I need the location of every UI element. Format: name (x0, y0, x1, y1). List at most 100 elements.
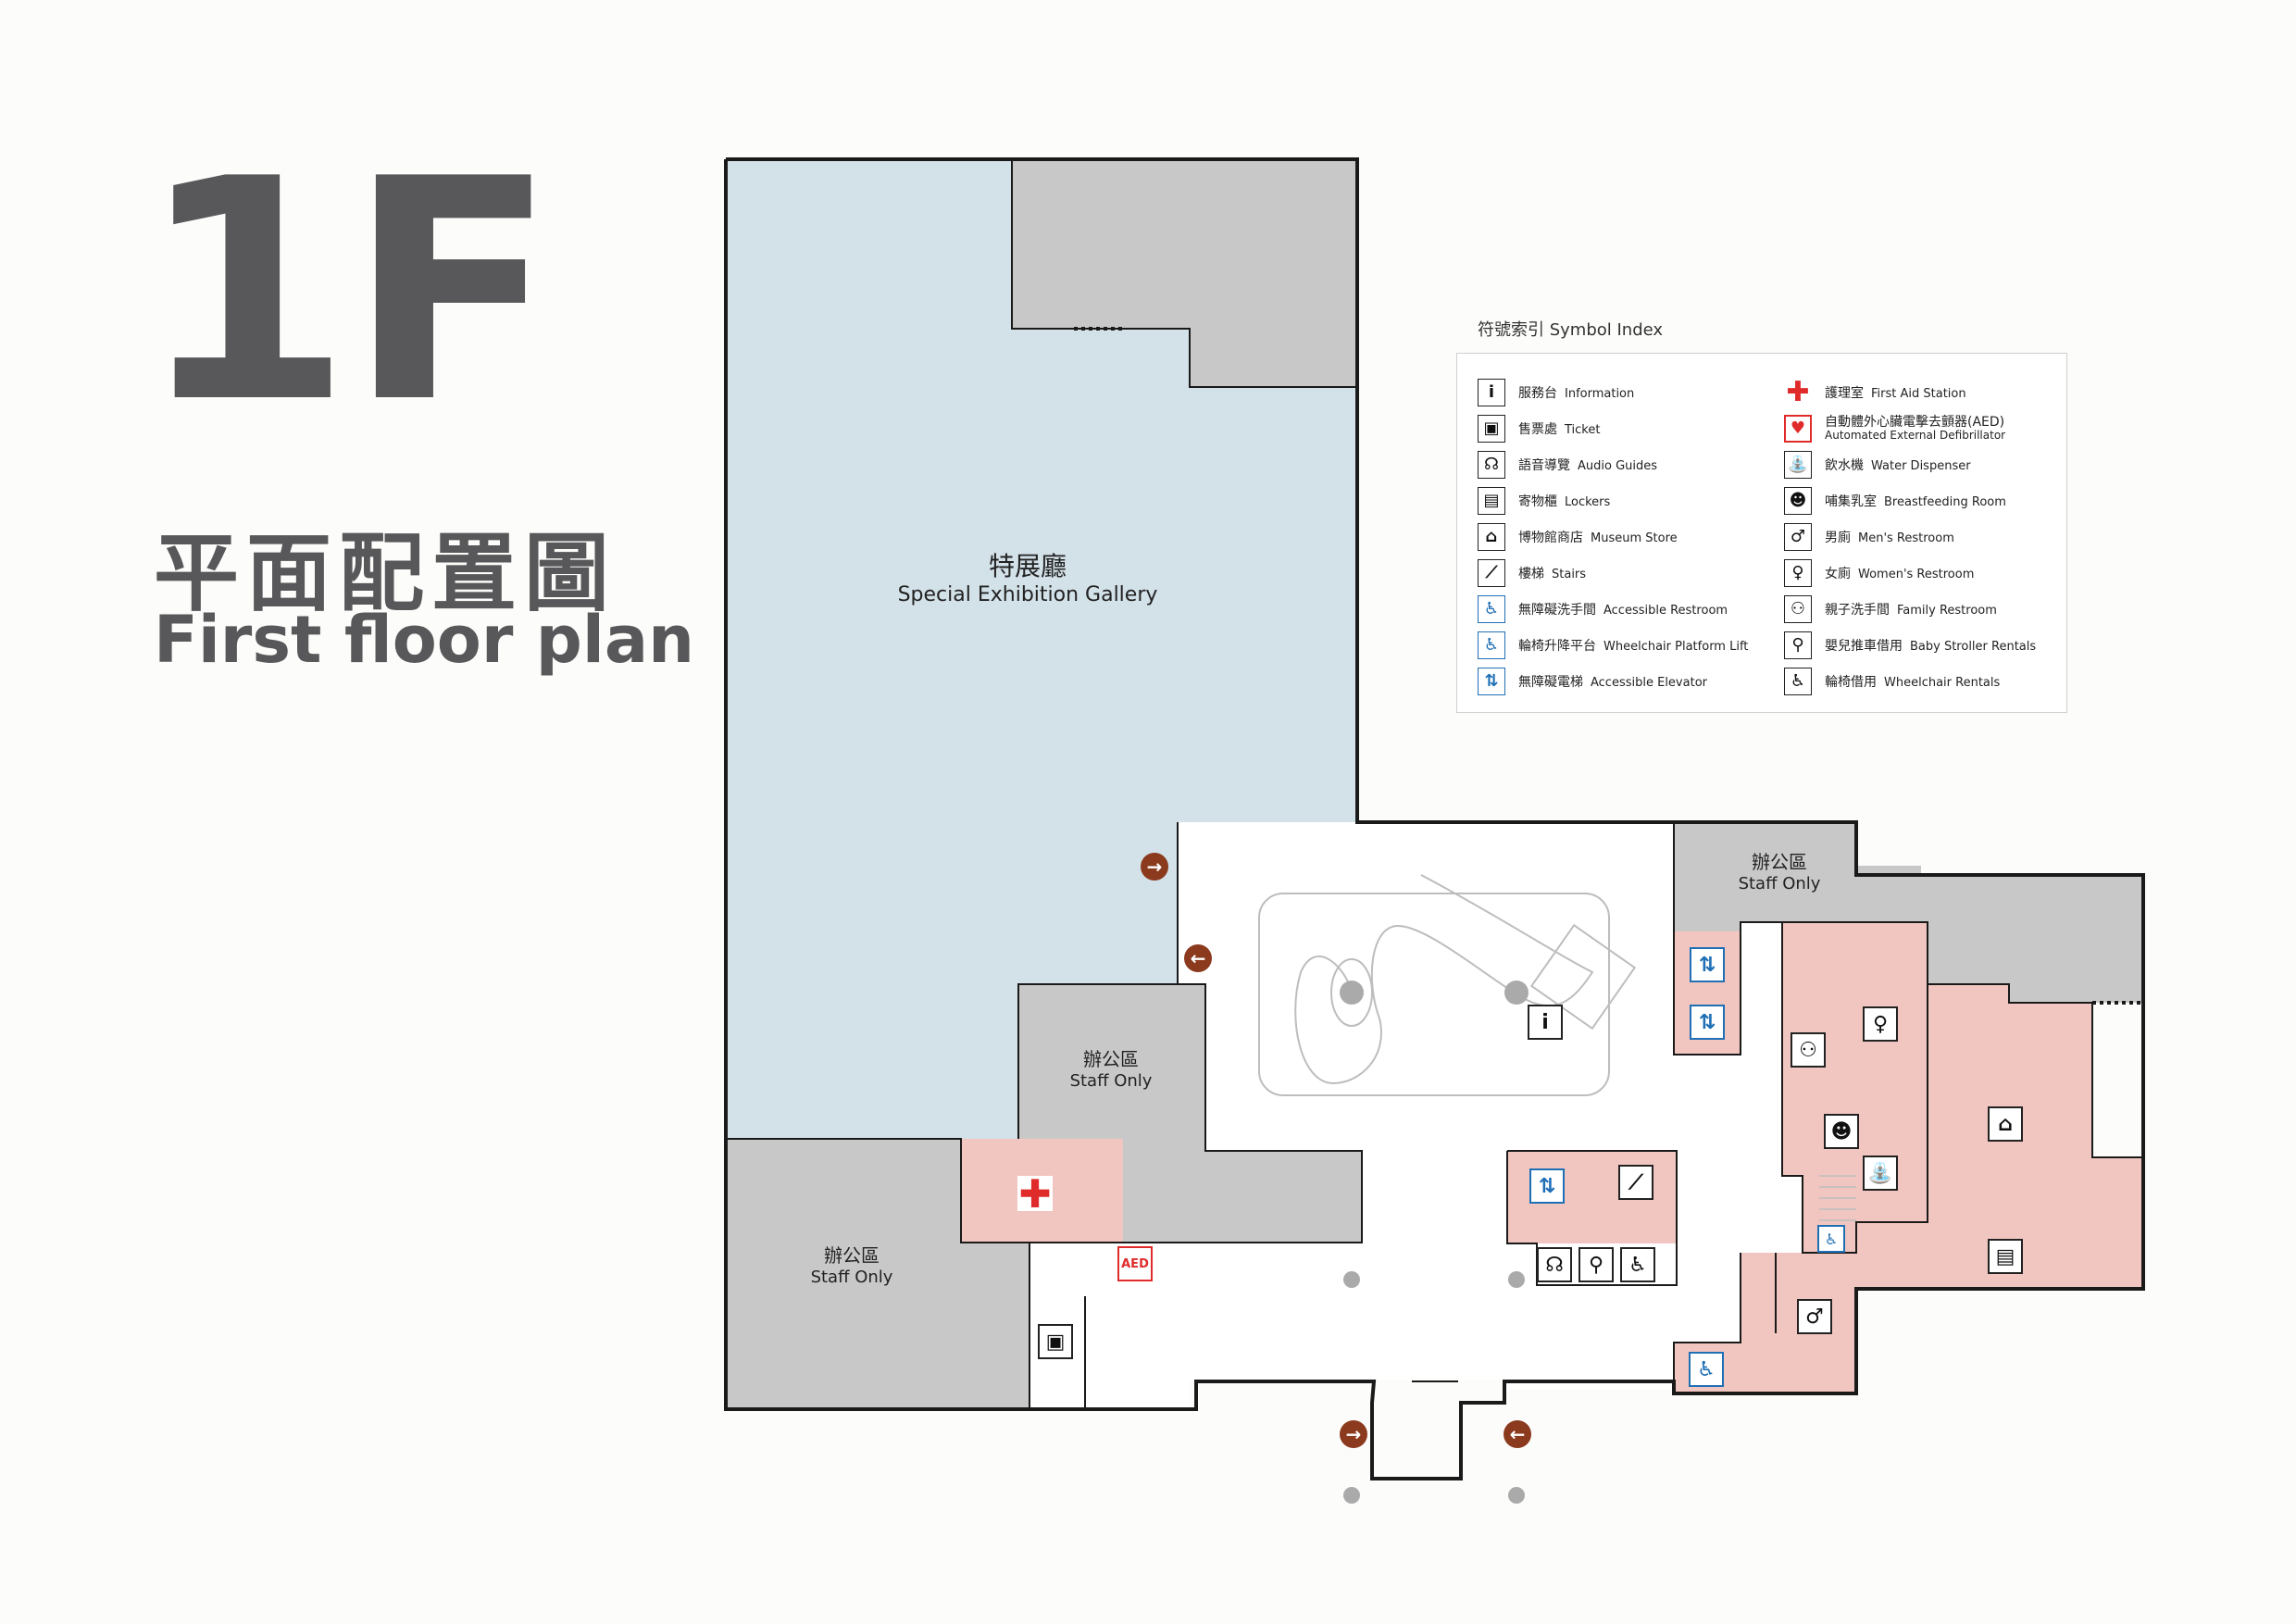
family-restroom-icon[interactable]: ⚇ (1791, 1032, 1826, 1068)
locker-icon: ▤ (1478, 486, 1505, 515)
legend-label-en: Audio Guides (1578, 458, 1658, 473)
pillar (1340, 981, 1364, 1005)
locker-icon[interactable]: ▤ (1988, 1239, 2023, 1274)
elevator-icon[interactable]: ⇅ (1690, 947, 1725, 982)
stroller-icon: ⚲ (1784, 631, 1812, 659)
staff-area-center (1018, 984, 1362, 1243)
legend-label-en: Accessible Elevator (1591, 675, 1707, 690)
legend-label-en: Museum Store (1591, 531, 1678, 545)
staff-area-left (726, 1139, 1029, 1409)
legend-item: ⚇ 親子洗手間 Family Restroom (1784, 591, 2036, 627)
breastfeeding-icon[interactable]: ☻ (1824, 1114, 1859, 1149)
accessible-elevator-icon: ⇅ (1478, 667, 1505, 695)
floor-number: 1F (139, 114, 556, 469)
staff-area-right-label: 辦公區 Staff Only (1715, 847, 1844, 893)
exit-arrow-icon: ← (1184, 944, 1212, 972)
staff-area-right (1674, 822, 2143, 1003)
legend-label-zh: 女廁 (1825, 566, 1851, 581)
special-gallery-label-en: Special Exhibition Gallery (897, 583, 1158, 606)
accessible-restroom-icon: ♿ (1478, 594, 1505, 623)
wheelchair-rental-icon[interactable]: ♿ (1620, 1247, 1655, 1282)
staff-area-center-label-zh: 辦公區 (1083, 1048, 1139, 1070)
family-restroom-icon: ⚇ (1784, 594, 1812, 623)
elevator-icon[interactable]: ⇅ (1529, 1168, 1565, 1204)
legend-label-zh: 語音導覽 (1518, 457, 1570, 473)
audio-guide-icon: ☊ (1478, 450, 1505, 479)
spiral-ramp (1294, 874, 1594, 1085)
legend-label-en: Ticket (1565, 422, 1601, 437)
storage-area-top-small (1190, 329, 1357, 387)
aed-icon: ♥ (1784, 414, 1812, 443)
wall-restroom-inner (1781, 922, 1928, 1254)
special-gallery-label: 特展廳 Special Exhibition Gallery (870, 546, 1185, 606)
wall-ticket (1029, 1243, 1086, 1410)
staff-area-left-label-en: Staff Only (810, 1268, 893, 1287)
aed-icon[interactable]: AED (1117, 1246, 1153, 1281)
audio-guide-icon[interactable]: ☊ (1537, 1247, 1572, 1282)
legend-item: ♿ 輪椅升降平台 Wheelchair Platform Lift (1478, 627, 1748, 663)
staff-area-right-label-en: Staff Only (1738, 874, 1821, 893)
staff-area-left-label: 辦公區 Staff Only (787, 1241, 917, 1287)
exit-arrow-icon: ← (1504, 1420, 1531, 1448)
first-aid-icon[interactable]: ✚ (1017, 1170, 1053, 1217)
museum-store-icon[interactable]: ⌂ (1988, 1106, 2023, 1142)
wall-lower-restroom (1673, 1253, 1741, 1393)
legend-label-en: Wheelchair Platform Lift (1603, 639, 1749, 654)
legend-label-en: Information (1565, 386, 1635, 401)
wheelchair-lift-icon: ♿ (1478, 631, 1505, 659)
legend-label-en: Breastfeeding Room (1884, 494, 2006, 509)
stroller-icon[interactable]: ⚲ (1578, 1247, 1614, 1282)
water-dispenser-icon[interactable]: ⛲ (1863, 1156, 1898, 1191)
mens-restroom-icon[interactable]: ♂ (1797, 1299, 1832, 1334)
water-dispenser-icon: ⛲ (1784, 450, 1812, 479)
ticket-icon: ▣ (1478, 414, 1505, 443)
legend-title: 符號索引 Symbol Index (1478, 320, 1664, 340)
accessible-restroom-icon[interactable]: ♿ (1689, 1352, 1724, 1387)
legend-label-zh: 哺集乳室 (1825, 493, 1877, 509)
legend-label-en: Water Dispenser (1871, 458, 1971, 473)
legend-label-en: Stairs (1552, 567, 1587, 581)
information-icon[interactable]: i (1528, 1005, 1563, 1040)
stairs-icon[interactable]: ⟋ (1618, 1165, 1653, 1200)
staff-area-left-label-zh: 辦公區 (824, 1244, 880, 1267)
legend-label-zh: 護理室 (1825, 385, 1864, 401)
womens-restroom-icon: ♀ (1784, 558, 1812, 587)
legend-label-en: Lockers (1565, 494, 1611, 509)
legend-label-zh: 博物館商店 (1518, 530, 1583, 545)
legend-label-zh: 樓梯 (1518, 566, 1544, 581)
legend-label-zh: 飲水機 (1825, 457, 1864, 473)
staff-area-center-label-en: Staff Only (1069, 1071, 1153, 1091)
information-icon: i (1478, 378, 1505, 406)
legend-label-en: Family Restroom (1897, 603, 1997, 618)
pillar (1504, 981, 1529, 1005)
legend-label-zh: 輪椅升降平台 (1518, 638, 1596, 654)
wall-staff-center (726, 983, 1363, 1243)
legend-label-zh: 自動體外心臟電擊去顫器(AED) (1825, 414, 2005, 430)
legend-label-zh: 售票處 (1518, 421, 1557, 437)
special-gallery-area (726, 159, 1357, 1139)
pillar (1343, 1487, 1360, 1504)
museum-store-icon: ⌂ (1478, 522, 1505, 551)
doors (1074, 327, 2143, 1383)
ticket-icon[interactable]: ▣ (1038, 1324, 1073, 1359)
entrance-stairs (1819, 1175, 1856, 1221)
wheelchair-lift-icon[interactable]: ♿ (1817, 1225, 1845, 1253)
legend-label-zh: 嬰兒推車借用 (1825, 638, 1903, 654)
legend-label-zh: 親子洗手間 (1825, 602, 1890, 618)
mens-restroom-icon: ♂ (1784, 522, 1812, 551)
legend-item: ▣ 售票處 Ticket (1478, 410, 1748, 446)
elevator-icon[interactable]: ⇅ (1690, 1005, 1725, 1040)
womens-restroom-icon[interactable]: ♀ (1863, 1006, 1898, 1042)
